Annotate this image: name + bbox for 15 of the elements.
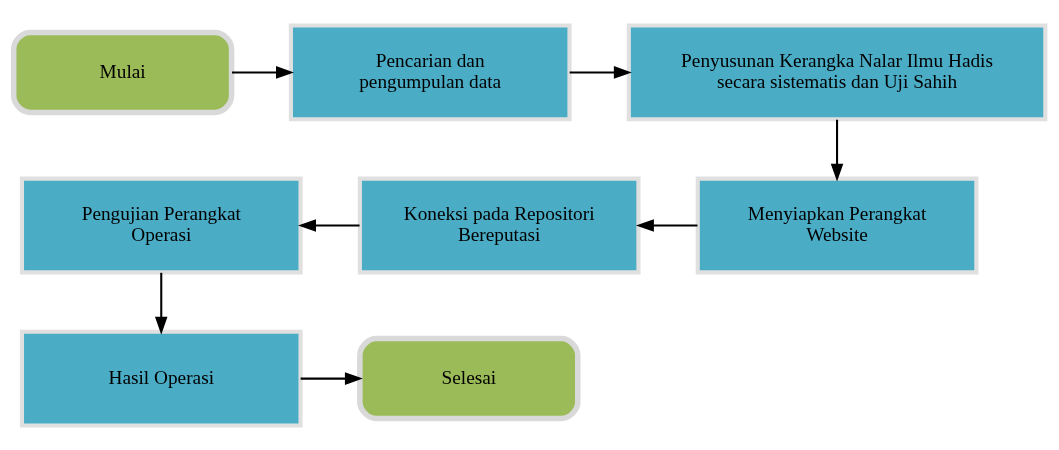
arrow xyxy=(154,272,168,335)
node-box: Mulai xyxy=(10,29,235,115)
node-box: Koneksi pada Repositori Bereputasi xyxy=(357,176,641,274)
arrow xyxy=(300,371,363,385)
arrow xyxy=(231,65,294,79)
node-box: Penyusunan Kerangka Nalar Ilmu Hadis secara sistematis dan Uji Sahih xyxy=(626,22,1048,121)
node-box: Menyiapkan Perangkat Website xyxy=(695,176,979,274)
node-box: Pengujian Perangkat Operasi xyxy=(19,176,303,274)
arrow xyxy=(298,218,360,232)
node-box: Pencarian dan pengumpulan data xyxy=(288,22,572,121)
arrow xyxy=(569,65,632,79)
node-box: Selesai xyxy=(357,335,581,421)
arrow xyxy=(830,119,844,182)
arrow xyxy=(635,218,698,232)
node-box: Hasil Operasi xyxy=(19,329,303,428)
